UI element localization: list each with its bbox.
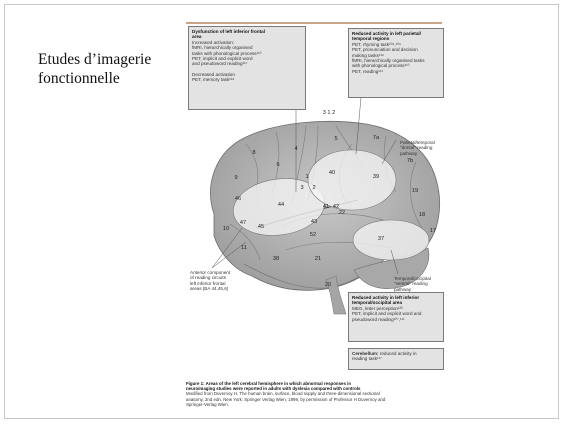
caption-line: Modified from Duvernoy H. The human brai… [186,391,380,397]
label-line: "ventral" reading [394,281,428,287]
area-label-37: 37 [378,236,384,242]
box-heading: temporal/occipital area [352,300,403,306]
box-line: tasks with phonological process¹¹⁰ [192,50,262,56]
occipital-region-highlight [352,219,430,261]
brain-diagram: 6 4 8 9 5 7a 7b 40 39 19 18 17 44 45 46 … [210,62,441,315]
area-label-39: 39 [373,174,379,180]
slide-title-line1: Etudes d’imagerie [38,51,152,68]
area-label-18: 18 [419,212,425,218]
area-label-44: 44 [278,202,284,208]
box-heading: temporal regions [352,36,390,42]
area-label-8: 8 [252,150,255,156]
area-label-45: 45 [258,224,264,230]
area-label-38: 38 [273,256,279,262]
box-line: fMRI, hierarchically organised [192,45,253,51]
label-line: of reading circuits [190,275,227,281]
area-label-4: 4 [294,146,297,152]
box-line: PET, pronunciation and decision [352,47,418,53]
area-label-42: 42 [333,204,339,210]
parietal-findings-box: Reduced activity in left parietal/ tempo… [348,28,444,98]
box-line: with phonological process¹¹⁰ [352,63,410,69]
box-line: Increased activation: [192,39,235,45]
caption-title-line: Figure 1: Areas of the left cerebral hem… [186,381,352,386]
label-line: Anterior component [190,270,231,275]
box-line: PET, memory task¹¹⁸ [192,77,235,83]
box-line-rest: reduced activity in [378,351,417,356]
box-line: PET, reading¹¹¹ [352,68,383,74]
box-heading: Reduced activity in left parietal/ [352,31,421,36]
figure-top-rule [186,22,442,24]
box-heading: Reduced activity in left inferior [352,295,420,300]
area-label-43: 43 [311,219,317,225]
box-line: PET, rhyming task¹⁰⁸,¹⁰⁹ [352,41,401,47]
box-line: Cerebellum: reduced activity in [352,351,440,356]
label-line: "dorsal" reading [400,145,433,151]
slide-title: Etudes d’imagerie fonctionnelle [38,50,188,88]
figure-caption: Figure 1: Areas of the left cerebral hem… [186,381,444,407]
area-label-9: 9 [234,175,237,181]
brain-figure: 6 4 8 9 5 7a 7b 40 39 19 18 17 44 45 46 … [186,14,446,412]
caption-line: anatomy, 2nd edn. New York: Springer Ver… [186,396,386,402]
cerebellum-findings-box: Cerebellum: reduced activity in reading … [348,348,444,370]
box-line: Decreased activation [192,71,235,77]
label-line: left inferior frontal [190,280,226,286]
box-line: reading task¹¹⁷ [352,356,382,362]
caption-line: Springer-Verlag Wien. [186,401,229,407]
area-label-46: 46 [235,196,241,202]
area-label-3: 3 [300,185,303,191]
area-label-6: 6 [276,162,279,168]
area-label-1: 1 [305,174,308,180]
box-heading: Cerebellum: [352,351,379,356]
parietal-temporal-region-highlight [307,149,397,211]
area-label-5: 5 [334,136,337,142]
dorsal-pathway-label: Parietal/temporal "dorsal" reading pathw… [400,140,435,156]
area-label-7a: 7a [373,135,380,141]
label-line: pathway [394,286,412,292]
frontal-findings-box: Dysfunction of left inferior frontal are… [188,26,306,110]
box-line: fMRI, hierarchically organised tasks [352,58,425,64]
box-heading: area [192,34,202,40]
box-line: pseudoword reading¹⁰⁷,¹¹¹ [352,316,405,322]
area-label-19: 19 [412,188,418,194]
box-line: MEG, letter perception¹²⁰ [352,305,403,311]
area-label-22: 22 [339,210,345,216]
occipital-findings-box: Reduced activity in left inferior tempor… [348,292,444,342]
area-label-2: 2 [312,185,315,191]
caption-title-line: neuroimaging studies were reported in ad… [186,386,361,392]
area-label-41: 41 [323,204,329,210]
label-line: Temporal/occipital [394,276,431,281]
area-label-17: 17 [430,228,436,234]
cerebellum [353,247,430,289]
area-label-11: 11 [241,245,247,251]
box-heading: Dysfunction of left inferior frontal [192,29,265,34]
area-label-47: 47 [240,220,246,226]
top-number-label: 3 1 2 [323,110,335,116]
label-line: pathway [400,150,418,156]
slide-frame [4,4,559,419]
box-line: PET, implicit and explicit word and [352,311,422,317]
area-label-7b: 7b [407,158,413,164]
area-label-10: 10 [223,226,229,232]
box-line: PET, implicit and explicit word [192,56,253,62]
anterior-component-label: Anterior component of reading circuits l… [190,270,230,292]
area-label-20: 20 [325,282,331,288]
slide-title-line2: fonctionnelle [38,70,120,87]
area-label-40: 40 [329,170,335,176]
label-line: areas (BA 44,45,6) [190,286,229,292]
ventral-pathway-label: Temporal/occipital "ventral" reading pat… [394,276,431,292]
area-label-21: 21 [315,256,321,262]
box-line: and pseudoword reading¹¹⁷ [192,61,248,67]
area-label-52: 52 [310,232,316,238]
box-line: making tasks¹¹⁹ [352,52,384,58]
label-line: Parietal/temporal [400,140,435,145]
